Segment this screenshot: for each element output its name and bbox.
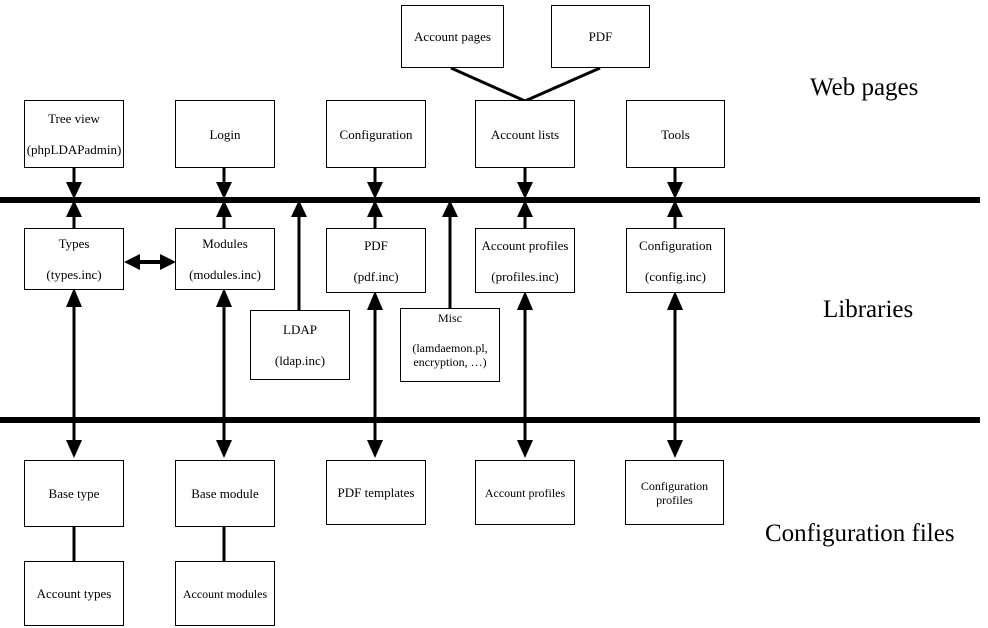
node-base-module-label: Base module — [191, 486, 259, 501]
edge-pdf-to-account-lists — [524, 66, 601, 103]
node-account-lists[interactable]: Account lists — [475, 100, 575, 168]
node-configuration-profiles-files-label: Configuration — [640, 478, 709, 493]
arrowhead-modules-up — [216, 200, 232, 217]
edge-account-pages-to-account-lists — [450, 66, 526, 103]
arrowhead-tree-view-down — [66, 182, 82, 199]
arrowhead-tools-down — [667, 182, 683, 199]
node-modules-lib-label: Modules — [202, 236, 248, 251]
node-account-types[interactable]: Account types — [24, 561, 124, 626]
node-pdf-lib[interactable]: PDF (pdf.inc) — [326, 228, 426, 293]
node-account-profiles-files[interactable]: Account profiles — [475, 460, 575, 525]
arrowhead-modules-from-bottom — [216, 288, 232, 307]
node-login[interactable]: Login — [175, 100, 275, 168]
section-label-libraries: Libraries — [823, 296, 914, 323]
node-account-profiles-files-label: Account profiles — [484, 485, 566, 500]
arrowhead-configuration-profiles-files-down — [667, 440, 683, 458]
node-pdf-lib-label: PDF — [364, 237, 388, 253]
arrowhead-types-up — [66, 200, 82, 217]
node-config-lib-sublabel: (config.inc) — [644, 268, 706, 284]
node-configuration-page[interactable]: Configuration — [326, 100, 426, 168]
arrowhead-configuration-page-down — [367, 182, 383, 199]
node-config-lib[interactable]: Configuration (config.inc) — [626, 228, 725, 293]
node-misc-lib-label: Misc — [438, 311, 462, 325]
bus-bottom — [0, 417, 980, 423]
node-configuration-profiles-files-sublabel: profiles — [656, 492, 693, 507]
node-base-type-label: Base type — [48, 486, 100, 501]
section-label-web-pages: Web pages — [810, 74, 919, 101]
node-config-lib-label: Configuration — [639, 237, 712, 253]
node-account-types-label: Account types — [36, 586, 112, 601]
node-tree-view-label: Tree view — [48, 111, 100, 126]
arrowhead-types-modules-right — [160, 254, 176, 270]
node-account-modules[interactable]: Account modules — [175, 561, 275, 626]
arrowhead-account-profiles-files-down — [517, 440, 533, 458]
arrowhead-pdf-templates-down — [367, 440, 383, 458]
node-account-pages[interactable]: Account pages — [401, 5, 504, 68]
arrowhead-profiles-lib-from-bottom — [517, 291, 533, 310]
bus-top — [0, 197, 980, 203]
arrowhead-base-type-down — [66, 440, 82, 458]
node-types-lib-label: Types — [58, 236, 90, 251]
node-tools-label: Tools — [661, 126, 690, 142]
node-configuration-profiles-files[interactable]: Configuration profiles — [625, 460, 724, 525]
arrowhead-pdf-lib-from-bottom — [367, 291, 383, 310]
node-profiles-lib[interactable]: Account profiles (profiles.inc) — [475, 228, 575, 293]
node-configuration-page-label: Configuration — [339, 126, 413, 142]
node-tools[interactable]: Tools — [626, 100, 725, 168]
node-pdf-lib-sublabel: (pdf.inc) — [353, 268, 399, 284]
node-login-label: Login — [209, 126, 241, 142]
node-pdf-templates[interactable]: PDF templates — [326, 460, 426, 525]
node-base-module[interactable]: Base module — [175, 460, 275, 527]
node-modules-lib-sublabel: (modules.inc) — [189, 267, 261, 282]
node-ldap-lib-label: LDAP — [283, 322, 317, 337]
node-account-modules-label: Account modules — [182, 586, 268, 601]
node-misc-lib-sublabel-1: (lamdaemon.pl, — [412, 341, 488, 355]
arrowhead-misc-up — [442, 200, 458, 217]
node-profiles-lib-label: Account profiles — [481, 237, 569, 253]
arrowhead-pdf-lib-up — [367, 200, 383, 217]
node-pdf-top-label: PDF — [588, 29, 613, 44]
arrowhead-types-modules-left — [124, 254, 140, 270]
arrowhead-config-lib-up — [667, 200, 683, 217]
arrowhead-types-from-bottom — [66, 288, 82, 307]
node-tree-view-sublabel: (phpLDAPadmin) — [26, 142, 122, 157]
arrowhead-account-lists-down — [517, 182, 533, 199]
arrowhead-profiles-lib-up — [517, 200, 533, 217]
node-misc-lib-sublabel-2: encryption, …) — [413, 355, 487, 369]
node-base-type[interactable]: Base type — [24, 460, 124, 527]
node-account-pages-label: Account pages — [414, 29, 491, 44]
node-profiles-lib-sublabel: (profiles.inc) — [491, 268, 559, 284]
node-ldap-lib-sublabel: (ldap.inc) — [274, 353, 326, 368]
arrowhead-config-lib-from-bottom — [667, 291, 683, 310]
arrowhead-login-down — [216, 182, 232, 199]
node-tree-view[interactable]: Tree view (phpLDAPadmin) — [24, 100, 124, 168]
node-modules-lib[interactable]: Modules (modules.inc) — [175, 228, 275, 290]
node-ldap-lib[interactable]: LDAP (ldap.inc) — [250, 310, 350, 380]
node-pdf-templates-label: PDF templates — [337, 485, 415, 500]
node-pdf-top[interactable]: PDF — [551, 5, 650, 68]
node-misc-lib[interactable]: Misc (lamdaemon.pl, encryption, …) — [400, 308, 500, 382]
arrowhead-ldap-up — [291, 200, 307, 217]
node-types-lib-sublabel: (types.inc) — [46, 267, 102, 282]
node-account-lists-label: Account lists — [490, 126, 560, 142]
arrowhead-base-module-down — [216, 440, 232, 458]
node-types-lib[interactable]: Types (types.inc) — [24, 228, 124, 290]
section-label-configuration-files: Configuration files — [765, 520, 955, 547]
